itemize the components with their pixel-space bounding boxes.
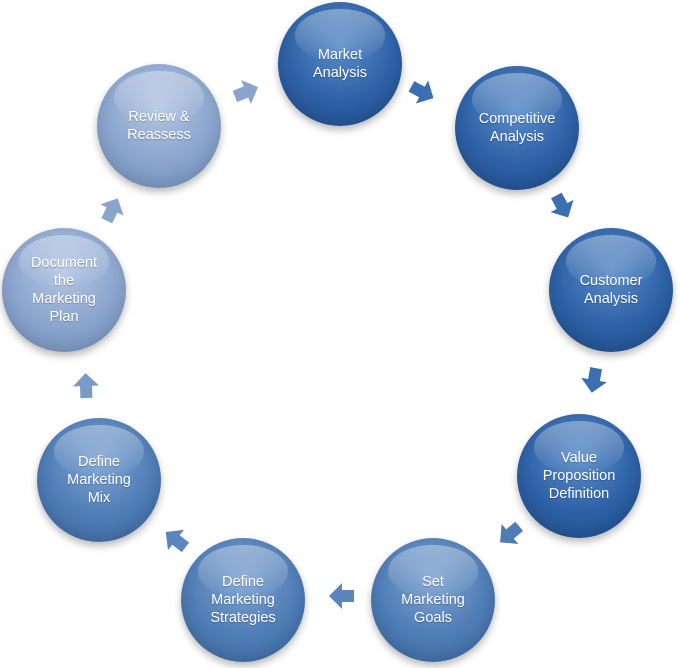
block-arrow-icon xyxy=(93,191,130,228)
block-arrow-icon xyxy=(490,514,529,553)
step-label: Market Analysis xyxy=(313,47,367,81)
step-label: Document the Marketing Plan xyxy=(30,255,98,325)
step-competitive-analysis: Competitive Analysis xyxy=(455,66,579,190)
block-arrow-icon xyxy=(156,520,195,559)
step-label: Review & Reassess xyxy=(127,109,191,143)
step-label: Set Marketing Goals xyxy=(401,574,465,626)
step-set-marketing-goals: Set Marketing Goals xyxy=(371,538,495,662)
step-label: Define Marketing Mix xyxy=(67,454,131,506)
step-customer-analysis: Customer Analysis xyxy=(549,228,673,352)
step-label: Define Marketing Strategies xyxy=(210,574,276,626)
step-review-and-reassess: Review & Reassess xyxy=(97,64,221,188)
step-label: Value Proposition Definition xyxy=(542,450,616,502)
step-value-proposition-definition: Value Proposition Definition xyxy=(517,414,641,538)
step-define-marketing-strategies: Define Marketing Strategies xyxy=(181,538,305,662)
block-arrow-icon xyxy=(403,73,441,111)
block-arrow-icon xyxy=(72,372,101,401)
step-market-analysis: Market Analysis xyxy=(278,2,402,126)
block-arrow-icon xyxy=(543,187,581,225)
step-label: Competitive Analysis xyxy=(478,111,556,145)
step-label: Customer Analysis xyxy=(579,273,643,307)
block-arrow-icon xyxy=(228,74,264,110)
block-arrow-icon xyxy=(578,364,610,396)
step-define-marketing-mix: Define Marketing Mix xyxy=(37,418,161,542)
step-document-the-marketing-plan: Document the Marketing Plan xyxy=(2,228,126,352)
block-arrow-icon xyxy=(328,582,356,610)
